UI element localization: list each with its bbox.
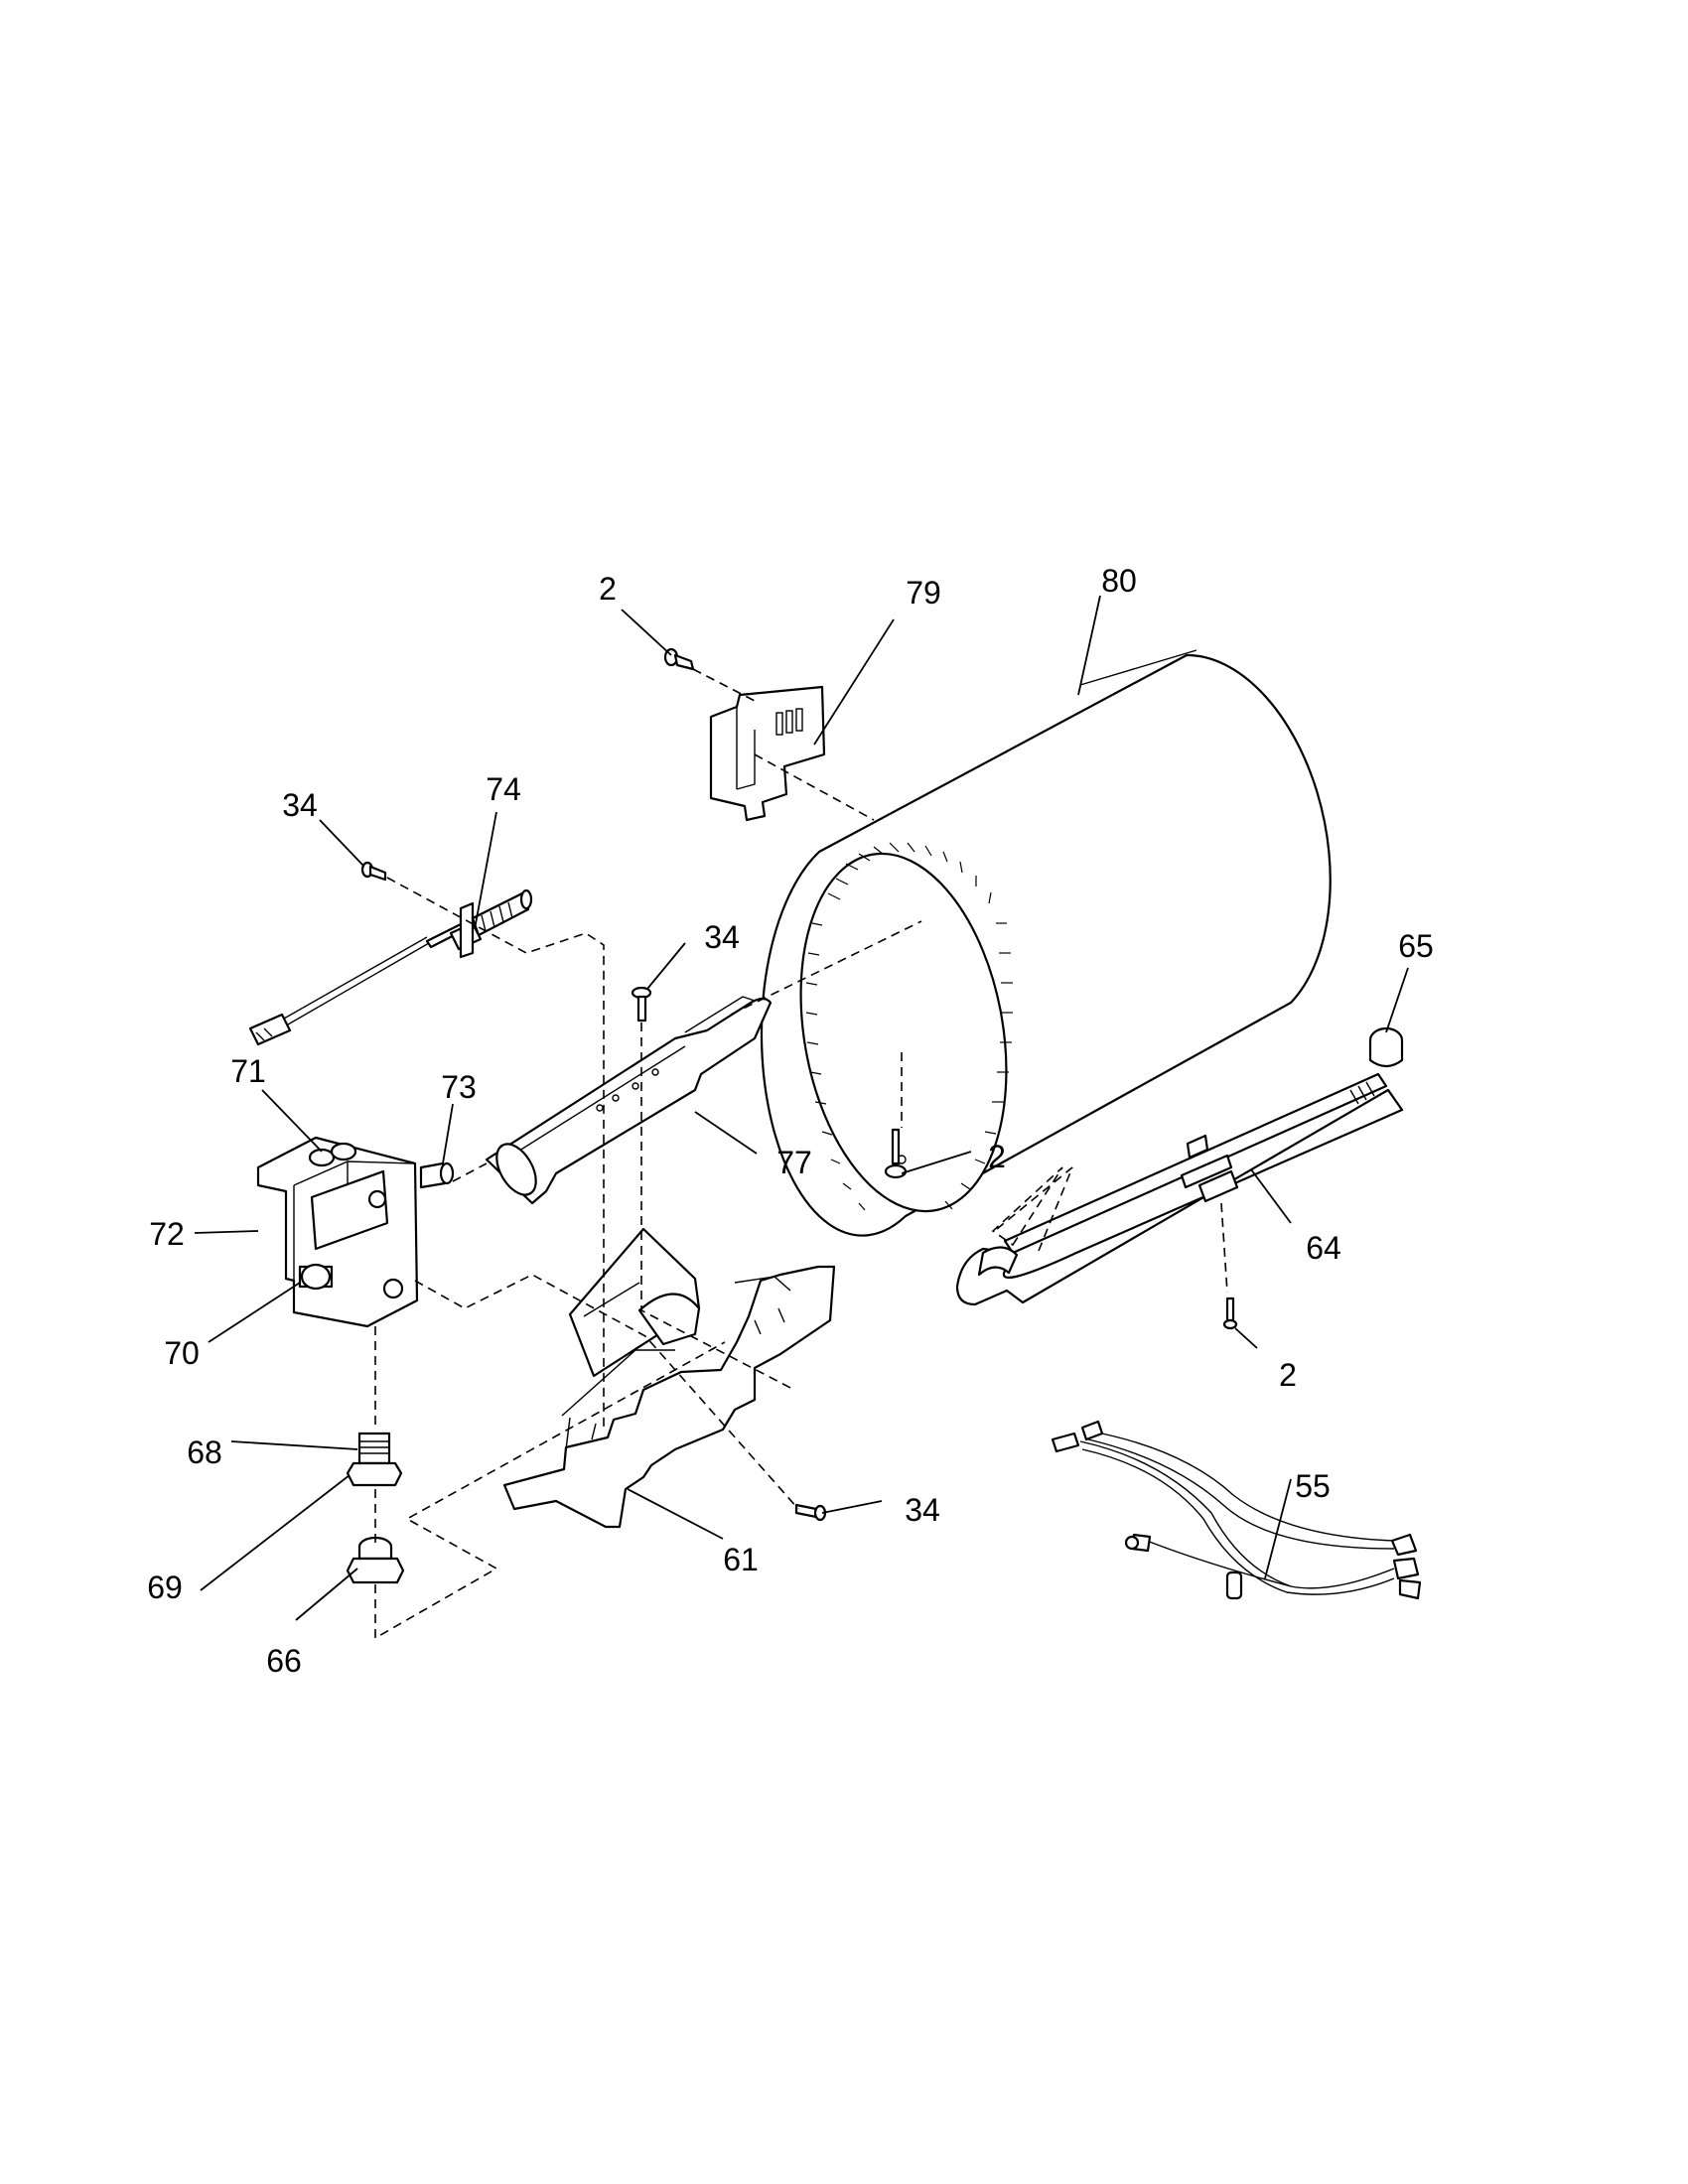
callout-73: 73 bbox=[441, 1069, 477, 1105]
fitting-66 bbox=[346, 1536, 405, 1584]
callout-77: 77 bbox=[776, 1145, 812, 1180]
cap-65 bbox=[1368, 1026, 1404, 1068]
callout-72: 72 bbox=[149, 1216, 185, 1252]
drum-rim-hatching bbox=[805, 842, 1013, 1211]
callout-74: 74 bbox=[486, 771, 521, 807]
igniter-74 bbox=[248, 888, 533, 1046]
callout-2-right: 2 bbox=[1279, 1357, 1297, 1393]
callout-68: 68 bbox=[187, 1434, 222, 1470]
manifold-pipe-64 bbox=[955, 1072, 1404, 1306]
callout-66: 66 bbox=[266, 1643, 302, 1679]
bracket-79 bbox=[709, 685, 826, 822]
burner-tube-77 bbox=[485, 996, 773, 1205]
callout-65: 65 bbox=[1398, 928, 1434, 964]
callout-34-bottom: 34 bbox=[905, 1492, 940, 1528]
callout-2-mid: 2 bbox=[988, 1139, 1006, 1174]
screw-2-mid bbox=[884, 1128, 908, 1179]
gas-valve-70 bbox=[256, 1136, 455, 1328]
burner-bracket-61 bbox=[502, 1227, 836, 1529]
screw-2-top bbox=[663, 647, 695, 671]
callout-61: 61 bbox=[723, 1542, 759, 1577]
callout-34-mid: 34 bbox=[704, 919, 740, 955]
screw-34-left bbox=[360, 861, 387, 882]
callout-labels: 2 79 80 34 74 34 65 71 73 2 77 72 64 70 … bbox=[147, 563, 1434, 1679]
callout-69: 69 bbox=[147, 1570, 183, 1605]
callout-79: 79 bbox=[906, 575, 941, 611]
callout-2-top: 2 bbox=[599, 571, 617, 607]
screw-34-mid bbox=[631, 986, 652, 1023]
assembly-dashed-lines bbox=[374, 668, 1228, 1640]
callout-80: 80 bbox=[1101, 563, 1137, 599]
screw-2-right bbox=[1222, 1297, 1238, 1330]
wire-harness-55 bbox=[1051, 1420, 1422, 1600]
callout-71: 71 bbox=[230, 1053, 266, 1089]
callout-70: 70 bbox=[164, 1335, 200, 1371]
callout-55: 55 bbox=[1295, 1468, 1331, 1504]
screw-34-bottom bbox=[794, 1503, 827, 1522]
fitting-68-69 bbox=[346, 1432, 403, 1487]
callout-34-left: 34 bbox=[282, 787, 318, 823]
burner-drum-80 bbox=[760, 649, 1332, 1237]
leader-lines bbox=[194, 595, 1409, 1621]
callout-64: 64 bbox=[1306, 1230, 1341, 1266]
